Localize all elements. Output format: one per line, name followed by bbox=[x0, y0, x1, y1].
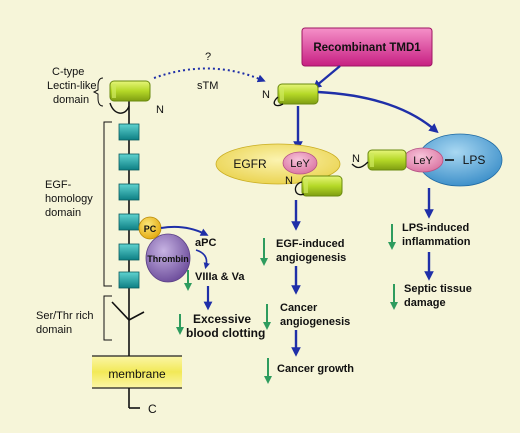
c-terminus-label: C bbox=[148, 402, 157, 416]
egf-module-5 bbox=[118, 243, 140, 261]
c-type-bracket bbox=[92, 77, 104, 107]
apc-inactivation-arrow bbox=[195, 249, 210, 270]
lps-label: LPS bbox=[463, 153, 486, 167]
lectin-domain-egfr-bound bbox=[294, 175, 343, 197]
thrombin bbox=[145, 233, 191, 283]
cancer-growth-label: Cancer growth bbox=[277, 363, 354, 375]
lectin-domain-lps-bound bbox=[351, 149, 407, 171]
egf-modules bbox=[118, 123, 140, 289]
stm-label: sTM bbox=[197, 80, 218, 92]
recombinant-tmd1-box bbox=[301, 27, 433, 67]
excessive-clotting-label: Excessive blood clotting bbox=[186, 312, 265, 340]
egf-bracket bbox=[103, 121, 112, 287]
n-terminus-label-egfr: N bbox=[285, 175, 293, 187]
n-terminus-label-lps: N bbox=[352, 153, 360, 165]
membrane: membrane bbox=[92, 355, 182, 389]
n-terminus-label-center: N bbox=[262, 89, 270, 101]
egf-angiogenesis-label: EGF-induced angiogenesis bbox=[276, 238, 348, 264]
egf-domain-label: EGF- homology domain bbox=[45, 179, 96, 219]
apc-label: aPC bbox=[195, 237, 216, 249]
egf-module-4 bbox=[118, 213, 140, 231]
thrombin-label: Thrombin bbox=[147, 254, 189, 264]
pc-activation-arrow bbox=[160, 225, 209, 236]
septic-damage-label: Septic tissue damage bbox=[404, 283, 475, 309]
recombinant-tmd1-label: Recombinant TMD1 bbox=[313, 42, 421, 54]
question-label: ? bbox=[205, 51, 211, 63]
membrane-label: membrane bbox=[108, 367, 166, 381]
lps-pathway-arrow bbox=[317, 90, 439, 134]
ley-lps-label: LeY bbox=[413, 155, 433, 167]
n-terminus-label: N bbox=[156, 104, 164, 116]
ley-egfr-label: LeY bbox=[290, 158, 310, 170]
pc-label: PC bbox=[144, 224, 157, 234]
stm-release-arrow bbox=[153, 67, 266, 83]
cancer-angiogenesis-label: Cancer angiogenesis bbox=[280, 302, 350, 328]
recombinant-arrow bbox=[312, 65, 341, 89]
lectin-domain-soluble bbox=[273, 83, 319, 107]
lps-inflammation-label: LPS-induced inflammation bbox=[402, 222, 472, 248]
ser-thr-region bbox=[111, 301, 145, 321]
egfr-label: EGFR bbox=[233, 157, 267, 171]
egf-module-2 bbox=[118, 153, 140, 171]
viiia-va-label: VIIIa & Va bbox=[195, 271, 245, 283]
ley-egfr bbox=[282, 151, 318, 175]
ser-thr-domain-label: Ser/Thr rich domain bbox=[36, 310, 97, 336]
egf-module-6 bbox=[118, 271, 140, 289]
lectin-domain-membrane bbox=[109, 80, 151, 114]
egf-module-3 bbox=[118, 183, 140, 201]
ser-thr-bracket bbox=[103, 295, 112, 341]
egf-module-1 bbox=[118, 123, 140, 141]
c-type-domain-label: C-type Lectin-like domain bbox=[47, 66, 100, 106]
